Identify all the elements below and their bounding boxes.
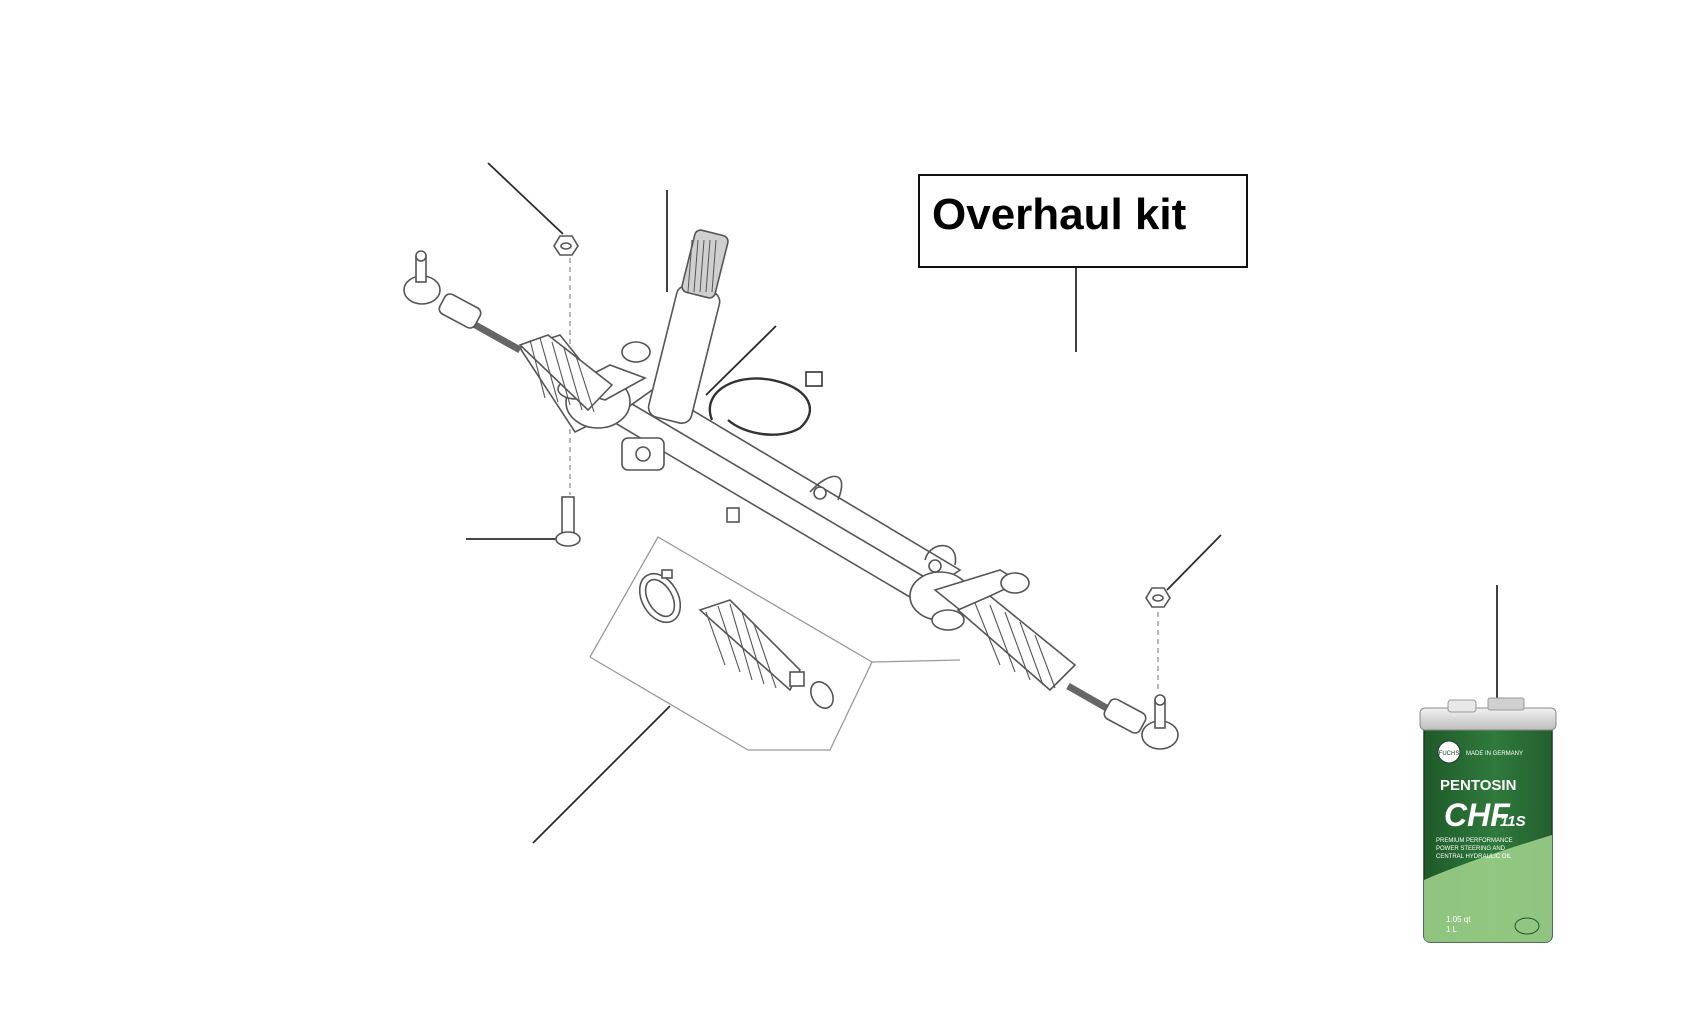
can-maker: FUCHS [1439, 751, 1460, 757]
leader-line-sensor [705, 325, 777, 396]
right-boot-and-tie-rod [956, 595, 1179, 750]
leader-line-nut-top [487, 162, 564, 235]
assembly-guides [569, 258, 1159, 690]
can-description-3: CENTRAL HYDRAULIC OIL [1436, 854, 1512, 860]
can-grade: 11S [1500, 813, 1526, 830]
can-description-1: PREMIUM PERFORMANCE [1436, 838, 1513, 844]
left-boot-and-tie-rod [403, 250, 614, 413]
leader-lines [466, 162, 1498, 844]
boot-kit-outline [589, 536, 961, 751]
sensor-cable [708, 371, 823, 436]
boot-clamp-small [810, 681, 834, 709]
can-product: CHF [1444, 797, 1511, 833]
leader-line-nut-right [1166, 534, 1222, 591]
steering-boot [698, 599, 801, 692]
can-volume-l: 1 L [1446, 925, 1458, 934]
pentosin-fluid-can: FUCHS MADE IN GERMANY PENTOSIN CHF 11S P… [1419, 697, 1557, 943]
can-volume-qt: 1.05 qt [1446, 915, 1471, 924]
can-description-2: POWER STEERING AND [1436, 846, 1506, 852]
rack-housing [518, 229, 1030, 631]
overhaul-kit-label-box: Overhaul kit [918, 174, 1248, 268]
flange-bolt [561, 496, 575, 534]
leader-line-boot-kit [532, 705, 671, 844]
can-brand: PENTOSIN [1440, 777, 1516, 794]
boot-kit-parts [638, 569, 834, 709]
can-origin: MADE IN GERMANY [1466, 751, 1523, 757]
overhaul-kit-label: Overhaul kit [932, 190, 1187, 239]
fasteners [553, 235, 1171, 608]
